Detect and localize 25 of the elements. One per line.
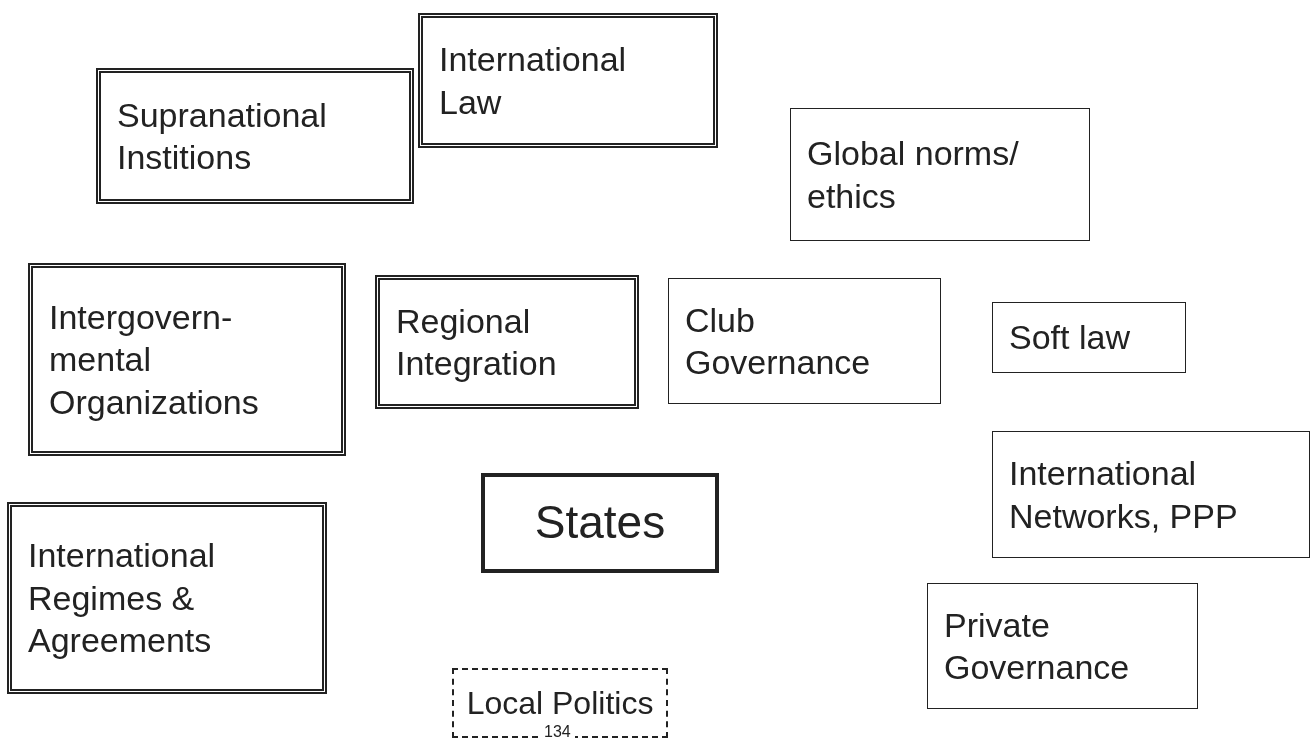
- box-label: States: [534, 495, 666, 551]
- box-label: Regional Integration: [396, 300, 558, 384]
- concept-box: [790, 108, 1090, 241]
- concept-box: [992, 302, 1186, 373]
- box-label: International Law: [439, 39, 628, 123]
- box-label: Global norms/ ethics: [807, 133, 1020, 217]
- concept-box: [927, 583, 1198, 709]
- box-label: International Regimes & Agreements: [28, 535, 217, 662]
- page-number: 134: [540, 724, 575, 740]
- box-label: Intergovern- mental Organizations: [49, 296, 260, 423]
- box-label: International Networks, PPP: [1009, 453, 1239, 537]
- double-bordered-box: [418, 13, 718, 148]
- box-label: Soft law: [1009, 317, 1131, 359]
- dashed-box: [452, 668, 668, 738]
- box-label: Local Politics: [466, 684, 654, 723]
- box-label: Private Governance: [944, 604, 1131, 688]
- double-bordered-box: [7, 502, 327, 694]
- double-bordered-box: [96, 68, 414, 204]
- concept-box: [992, 431, 1310, 558]
- box-label: Supranational Institions: [117, 94, 328, 178]
- box-label: Club Governance: [685, 299, 872, 383]
- double-bordered-box: [28, 263, 346, 456]
- double-bordered-box: [375, 275, 639, 409]
- central-box: [481, 473, 719, 573]
- concept-box: [668, 278, 941, 404]
